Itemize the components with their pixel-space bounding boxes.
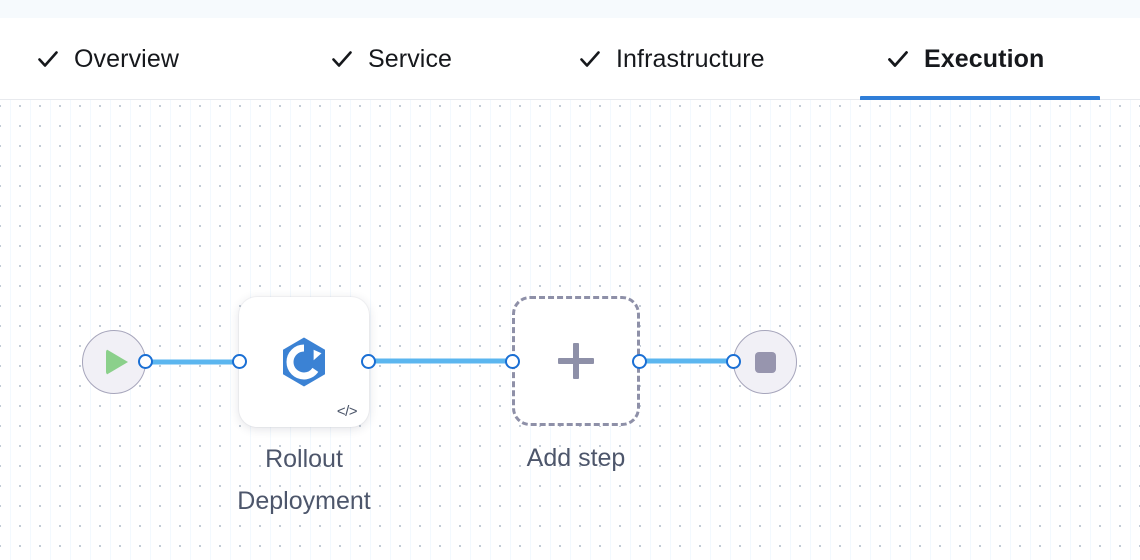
handle-add-input[interactable] <box>505 354 520 369</box>
node-label-add-step: Add step <box>526 444 626 472</box>
handle-rollout-output[interactable] <box>361 354 376 369</box>
tab-label: Service <box>368 44 453 73</box>
rollout-deployment-card[interactable]: </> <box>239 297 369 427</box>
play-icon <box>106 349 128 375</box>
tab-execution[interactable]: Execution <box>860 18 1100 101</box>
handle-rollout-input[interactable] <box>232 354 247 369</box>
node-rollout-deployment[interactable]: </> Rollout Deployment <box>232 297 376 515</box>
stop-icon <box>754 351 776 373</box>
check-icon <box>36 47 60 71</box>
handle-start-output[interactable] <box>138 354 153 369</box>
rollout-deployment-icon <box>283 337 325 387</box>
node-label-rollout-deployment: Rollout Deployment <box>237 445 371 515</box>
tab-service[interactable]: Service <box>330 18 452 100</box>
tab-label: Overview <box>74 44 179 73</box>
check-icon <box>886 47 910 71</box>
tab-infrastructure[interactable]: Infrastructure <box>578 18 765 100</box>
handle-add-output[interactable] <box>632 354 647 369</box>
handle-end-input[interactable] <box>726 354 741 369</box>
node-add-step[interactable]: Add step <box>505 296 647 472</box>
canvas-top-band <box>0 0 1140 18</box>
tab-label: Execution <box>924 44 1045 73</box>
tab-overview[interactable]: Overview <box>36 18 179 100</box>
tab-label: Infrastructure <box>616 44 765 73</box>
pipeline-canvas[interactable]: </> Rollout Deployment Add step <box>0 100 1140 560</box>
tab-active-underline <box>860 96 1100 101</box>
wizard-tab-bar: Overview Service Infrastructur <box>0 18 1140 101</box>
plus-icon <box>558 343 594 379</box>
node-end[interactable] <box>726 330 797 394</box>
check-icon <box>330 47 354 71</box>
node-start[interactable] <box>82 330 153 394</box>
start-node-circle[interactable] <box>82 330 146 394</box>
code-icon: </> <box>336 403 358 420</box>
check-icon <box>578 47 602 71</box>
add-step-card[interactable] <box>512 296 640 426</box>
end-node-circle[interactable] <box>733 330 797 394</box>
